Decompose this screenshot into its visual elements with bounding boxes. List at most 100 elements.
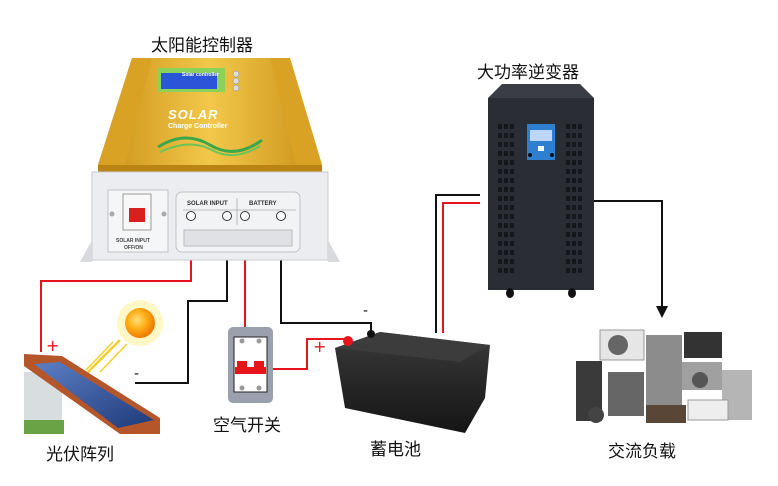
vent-slot: [578, 169, 582, 174]
vent-slot: [498, 187, 502, 192]
label-battery: 蓄电池: [370, 440, 421, 460]
vent-slot: [566, 196, 570, 201]
vent-slot: [566, 142, 570, 147]
vent-slot: [566, 241, 570, 246]
vent-slot: [504, 268, 508, 273]
wire-ac-output: [594, 200, 668, 318]
vent-slot: [510, 259, 514, 264]
vent-slot: [578, 178, 582, 183]
vent-slot: [566, 259, 570, 264]
home-appliances-icon: [576, 329, 752, 423]
circuit-breaker-icon: [228, 327, 273, 403]
inverter-cabinet-icon: [488, 84, 594, 298]
vent-slot: [498, 223, 502, 228]
label-inverter: 大功率逆变器: [477, 63, 579, 83]
vent-slot: [504, 160, 508, 165]
vent-slot: [504, 169, 508, 174]
vent-slot: [578, 259, 582, 264]
vent-slot: [510, 241, 514, 246]
vent-slot: [498, 151, 502, 156]
pv-plus-mark: +: [46, 336, 60, 355]
terminal-group-solar-input: SOLAR INPUT: [187, 201, 228, 207]
vent-slot: [572, 178, 576, 183]
vent-slot: [566, 133, 570, 138]
vent-slot: [498, 178, 502, 183]
vent-slot: [510, 250, 514, 255]
vent-slot: [572, 196, 576, 201]
vent-slot: [510, 169, 514, 174]
vent-slot: [578, 142, 582, 147]
charge-controller-icon: [80, 58, 340, 262]
vent-slot: [504, 259, 508, 264]
label-air-switch: 空气开关: [213, 416, 281, 436]
vent-slot: [498, 142, 502, 147]
vent-slot: [510, 142, 514, 147]
lcd-title: Solar controller: [182, 72, 219, 78]
vent-slot: [510, 178, 514, 183]
vent-slot: [504, 151, 508, 156]
vent-slot: [578, 160, 582, 165]
vent-slot: [498, 205, 502, 210]
battery-plus-mark: +: [313, 337, 327, 356]
vent-slot: [504, 187, 508, 192]
vent-slot: [572, 259, 576, 264]
controller-brand: SOLAR: [168, 107, 219, 122]
label-ac-load: 交流负载: [608, 442, 676, 462]
vent-slot: [578, 223, 582, 228]
vent-slot: [498, 259, 502, 264]
vent-slot: [504, 214, 508, 219]
vent-slot: [572, 232, 576, 237]
vent-slot: [504, 250, 508, 255]
vent-slot: [572, 250, 576, 255]
vent-slot: [578, 187, 582, 192]
vent-slot: [572, 160, 576, 165]
vent-slot: [510, 223, 514, 228]
battery-minus-mark: -: [363, 303, 369, 319]
vent-slot: [504, 205, 508, 210]
vent-slot: [578, 133, 582, 138]
vent-slot: [504, 223, 508, 228]
vent-slot: [566, 124, 570, 129]
vent-slot: [498, 124, 502, 129]
vent-slot: [572, 205, 576, 210]
label-pv-array: 光伏阵列: [46, 445, 114, 465]
vent-slot: [498, 232, 502, 237]
vent-slot: [510, 214, 514, 219]
wire-pv-negative: [135, 232, 228, 384]
vent-slot: [566, 268, 570, 273]
label-controller: 太阳能控制器: [151, 36, 253, 56]
vent-slot: [566, 178, 570, 183]
arrow-down-icon: [656, 306, 668, 318]
vent-slot: [504, 232, 508, 237]
vent-slot: [566, 151, 570, 156]
vent-slot: [566, 232, 570, 237]
vent-slot: [566, 205, 570, 210]
vent-slot: [566, 169, 570, 174]
vent-slot: [510, 205, 514, 210]
vent-slot: [566, 223, 570, 228]
breaker-label-1: SOLAR INPUT: [116, 238, 150, 244]
wire-inverter-dc: [435, 194, 480, 333]
vent-slot: [498, 268, 502, 273]
vent-slot: [572, 223, 576, 228]
vent-slot: [572, 124, 576, 129]
battery-icon: [335, 330, 490, 433]
vent-slot: [510, 196, 514, 201]
vent-slot: [498, 169, 502, 174]
vent-slot: [566, 187, 570, 192]
vent-slot: [566, 214, 570, 219]
vent-slot: [578, 214, 582, 219]
vent-slot: [578, 232, 582, 237]
pv-minus-mark: -: [134, 366, 140, 382]
vent-slot: [510, 133, 514, 138]
terminal-group-battery: BATTERY: [249, 201, 277, 207]
vent-slot: [510, 187, 514, 192]
vent-slot: [504, 241, 508, 246]
vent-slot: [566, 250, 570, 255]
vent-slot: [498, 241, 502, 246]
vent-slot: [510, 160, 514, 165]
vent-slot: [572, 142, 576, 147]
vent-slot: [572, 187, 576, 192]
vent-slot: [578, 151, 582, 156]
